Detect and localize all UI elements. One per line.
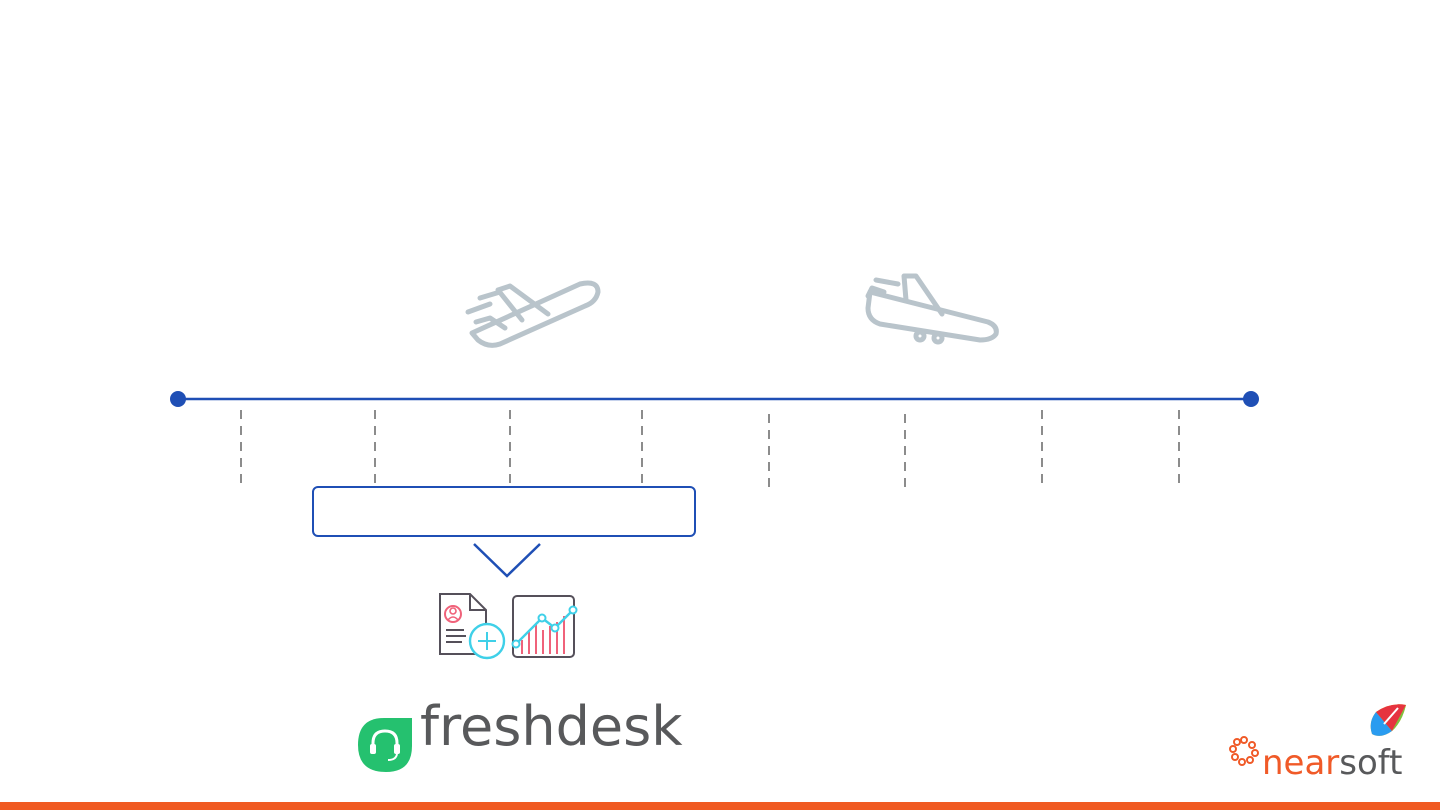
- nearsoft-wordmark-prefix: near: [1262, 743, 1340, 783]
- freshdesk-wordmark: freshdesk: [420, 695, 683, 758]
- callout-chevron: [473, 543, 541, 578]
- timeline-ticks: [240, 410, 1180, 490]
- bottom-accent-bar: [0, 802, 1440, 810]
- freshdesk-logo-icon: [358, 718, 412, 772]
- airplane-landing-icon: [865, 273, 999, 345]
- resume-add-icon: [439, 593, 506, 660]
- nearsoft-logo-icon: [1229, 736, 1259, 766]
- airplane-takeoff-icon: [465, 280, 601, 348]
- timeline-start-dot: [170, 391, 186, 407]
- nearsoft-wordmark-suffix: soft: [1339, 743, 1403, 783]
- growth-chart-icon: [511, 595, 578, 658]
- callout-box: [312, 486, 696, 537]
- nearsoft-logo: nearsoft: [1262, 746, 1403, 780]
- color-leaf-icon: [1370, 704, 1406, 736]
- freshdesk-logo: freshdesk: [420, 700, 683, 754]
- timeline-end-dot: [1243, 391, 1259, 407]
